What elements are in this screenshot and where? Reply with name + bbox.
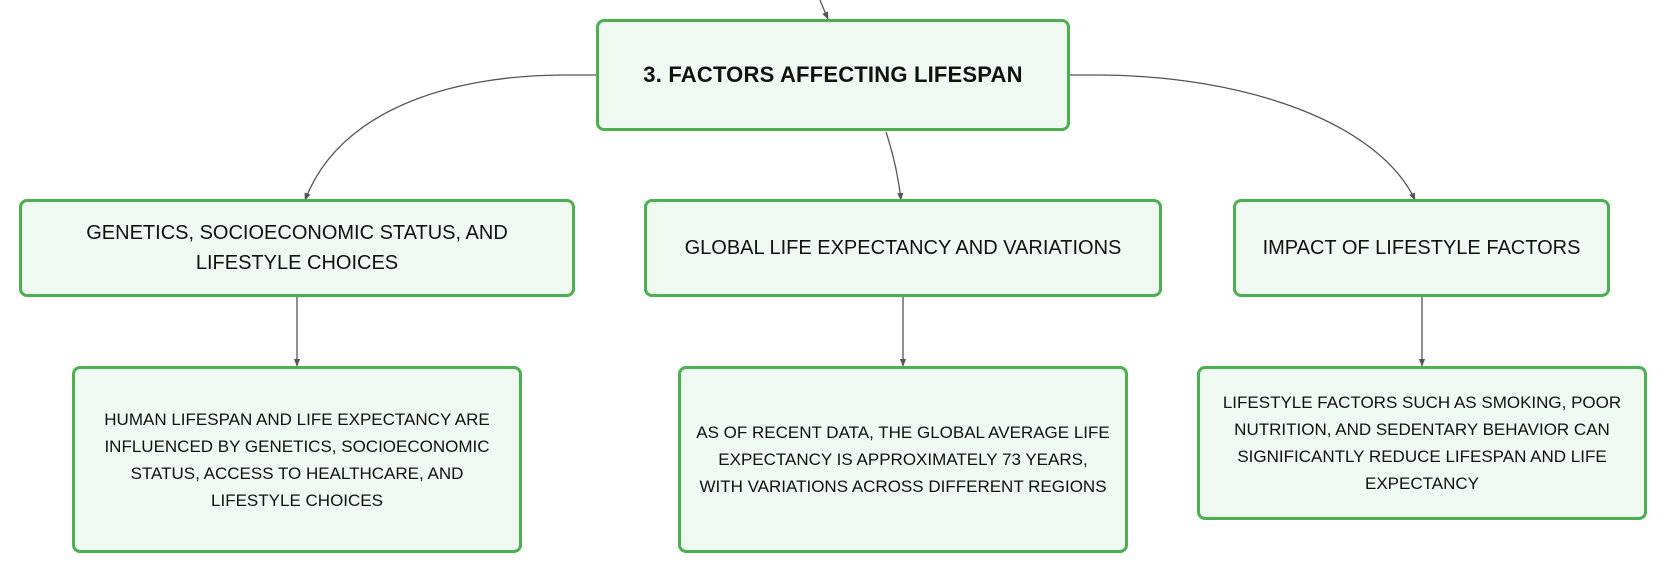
connector-root-to-branch-2	[885, 131, 904, 201]
detail-node-global-life-expectancy[interactable]: AS OF RECENT DATA, THE GLOBAL AVERAGE LI…	[678, 366, 1128, 553]
branch-node-label: GENETICS, SOCIOECONOMIC STATUS, AND LIFE…	[86, 222, 508, 274]
branch-node-lifestyle-factors[interactable]: IMPACT OF LIFESTYLE FACTORS	[1233, 199, 1610, 297]
branch-node-global-life-expectancy[interactable]: GLOBAL LIFE EXPECTANCY AND VARIATIONS	[644, 199, 1162, 297]
root-node[interactable]: 3. FACTORS AFFECTING LIFESPAN	[596, 19, 1070, 131]
detail-node-text: LIFESTYLE FACTORS SUCH AS SMOKING, POOR …	[1222, 393, 1622, 493]
root-node-label: 3. FACTORS AFFECTING LIFESPAN	[643, 62, 1023, 87]
detail-node-lifestyle-factors[interactable]: LIFESTYLE FACTORS SUCH AS SMOKING, POOR …	[1197, 366, 1647, 520]
detail-node-text: AS OF RECENT DATA, THE GLOBAL AVERAGE LI…	[696, 423, 1110, 496]
branch-node-label: IMPACT OF LIFESTYLE FACTORS	[1262, 237, 1581, 259]
detail-node-text: HUMAN LIFESPAN AND LIFE EXPECTANCY ARE I…	[104, 409, 490, 510]
branch-node-genetics[interactable]: GENETICS, SOCIOECONOMIC STATUS, AND LIFE…	[19, 199, 575, 297]
connector-root-to-branch-1	[304, 74, 596, 201]
connector-from-parent	[819, 0, 829, 20]
connector-root-to-branch-3	[1070, 74, 1416, 201]
detail-node-genetics[interactable]: HUMAN LIFESPAN AND LIFE EXPECTANCY ARE I…	[72, 366, 522, 553]
branch-node-label: GLOBAL LIFE EXPECTANCY AND VARIATIONS	[684, 237, 1122, 259]
